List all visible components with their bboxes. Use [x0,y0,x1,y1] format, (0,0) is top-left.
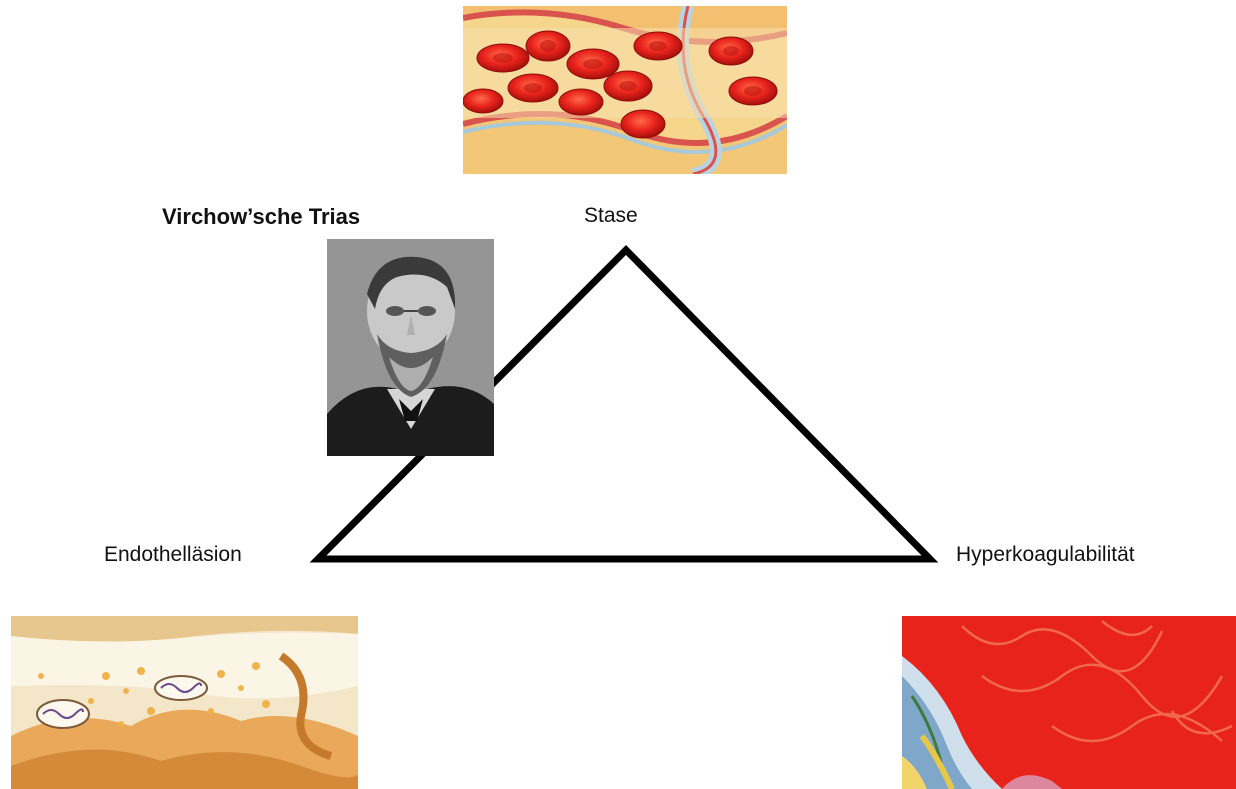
vertex-label-right: Hyperkoagulabilität [956,543,1135,566]
diagram-title: Virchow’sche Trias [162,204,361,229]
endothelial-lesion-illustration [11,616,358,789]
virchow-portrait [327,239,494,456]
hypercoagulability-illustration [902,616,1236,789]
stasis-illustration [463,6,787,174]
vertex-label-left: Endothelläsion [104,543,242,566]
vertex-label-top: Stase [584,204,638,227]
